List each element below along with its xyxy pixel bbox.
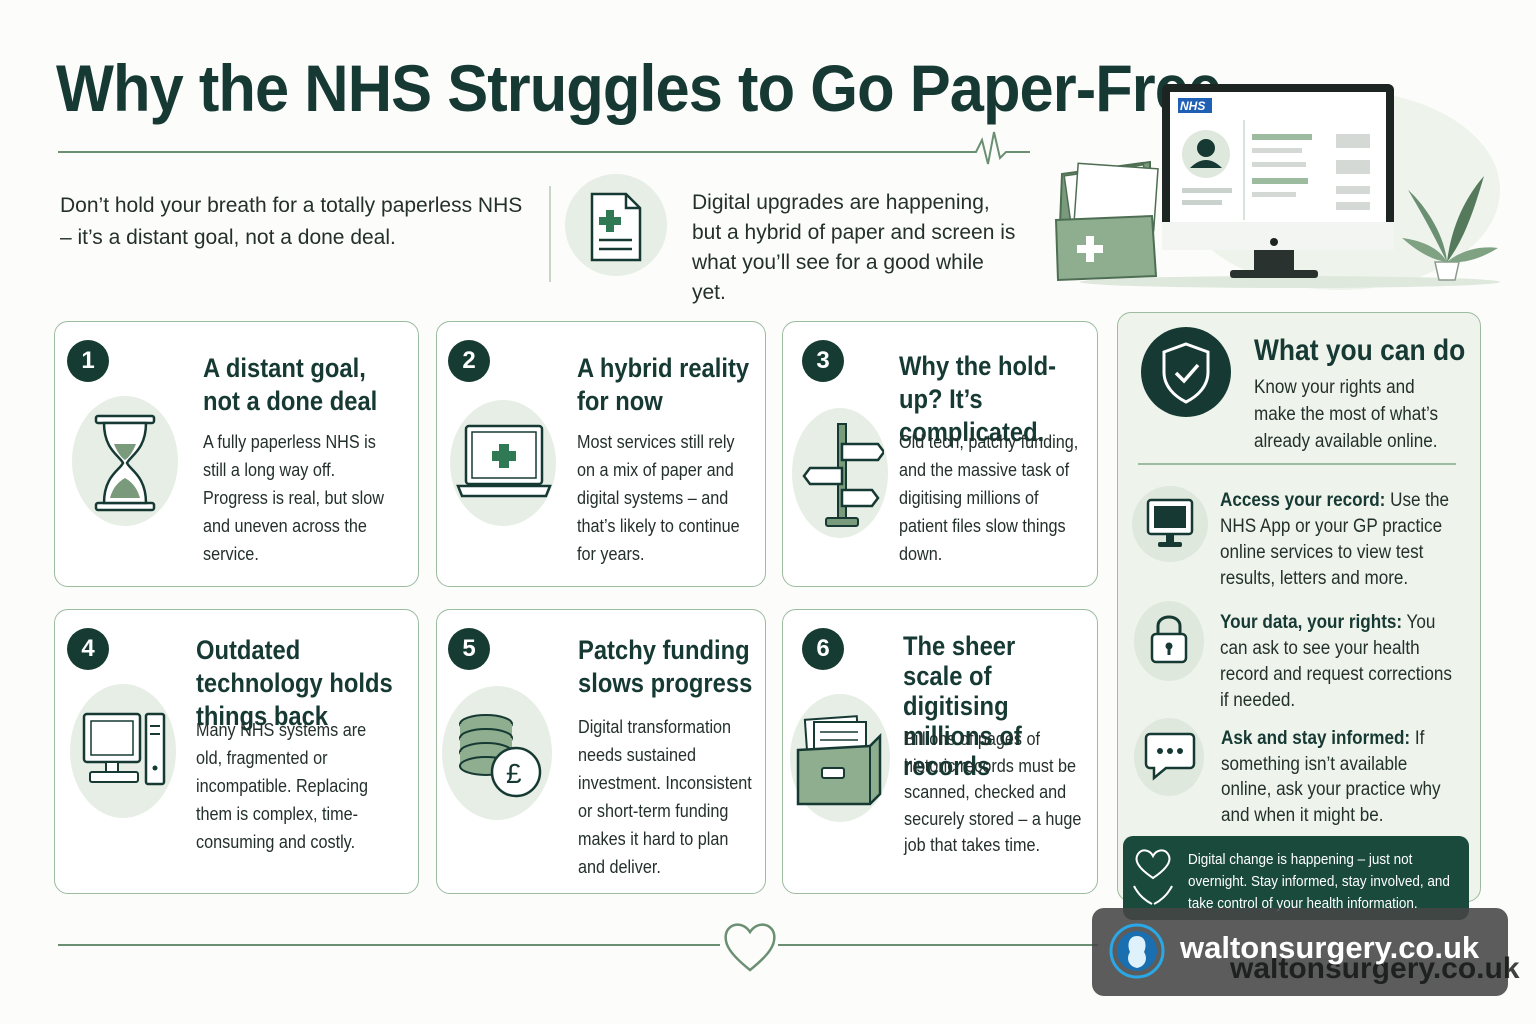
medical-document-icon: [590, 192, 642, 262]
card-text: Digital transformation needs sustained i…: [578, 717, 752, 877]
card-text: Billions of pages of historic records mu…: [904, 729, 1082, 855]
card-title: A distant goal, not a done deal: [203, 353, 378, 416]
card-number: 1: [67, 340, 109, 382]
shield-check-icon: [1141, 327, 1231, 417]
hero-illustration: NHS: [1054, 84, 1500, 290]
title-underline: [58, 151, 968, 153]
old-computer-icon: [82, 712, 166, 786]
watermark-overlay: [1092, 908, 1508, 996]
watermark-logo-icon: [1109, 923, 1165, 979]
card-text: Many NHS systems are old, fragmented or …: [196, 720, 368, 852]
panel-subtitle: Know your rights and make the most of wh…: [1254, 377, 1439, 452]
card-number: 3: [802, 340, 844, 382]
card-title: The sheer scale of digitising millions o…: [903, 631, 1022, 781]
footer-rule-right: [778, 944, 1098, 946]
intro-left-text: Don’t hold your breath for a totally pap…: [60, 194, 523, 249]
watermark-text: waltonsurgery.co.uk: [1180, 930, 1480, 965]
hourglass-icon: [94, 414, 156, 512]
padlock-icon: [1150, 615, 1188, 664]
heart-icon: [724, 923, 776, 972]
heart-hands-icon: [1133, 849, 1173, 905]
page-title: Why the NHS Struggles to Go Paper-Free: [56, 51, 1222, 125]
computer-icon: [1146, 498, 1194, 547]
panel-item-access-record: Access your record: Use the NHS App or y…: [1220, 488, 1454, 592]
panel-item-data-rights: Your data, your rights: You can ask to s…: [1220, 610, 1454, 714]
card-title: A hybrid reality for now: [577, 353, 750, 416]
monitor-nhs-badge: NHS: [1180, 99, 1205, 113]
card-text: A fully paperless NHS is still a long wa…: [203, 432, 384, 564]
intro-right-text: Digital upgrades are happening, but a hy…: [692, 191, 1016, 304]
card-title: Outdated technology holds things back: [196, 635, 393, 731]
card-number: 4: [67, 628, 109, 670]
panel-title: What you can do: [1254, 334, 1466, 367]
card-number: 6: [802, 628, 844, 670]
signpost-icon: [802, 423, 884, 527]
heartbeat-icon: [966, 131, 1030, 165]
laptop-medical-icon: [456, 424, 552, 498]
card-number: 2: [448, 340, 490, 382]
intro-divider: [549, 186, 551, 282]
item-label: Access your record:: [1220, 490, 1386, 511]
card-number: 5: [448, 628, 490, 670]
folder-icon: [1054, 160, 1159, 282]
panel-item-ask-informed: Ask and stay informed: If something isn’…: [1221, 726, 1455, 828]
item-text: If something isn’t available online, ask…: [1221, 728, 1441, 826]
plant-icon: [1402, 176, 1498, 281]
footer-rule-left: [58, 944, 720, 946]
svg-text:£: £: [506, 758, 522, 789]
file-box-icon: [796, 715, 882, 806]
item-text: You can ask to see your health record an…: [1220, 612, 1452, 711]
chat-bubble-icon: [1144, 732, 1196, 781]
card-text: Old tech, patchy funding, and the massiv…: [899, 432, 1079, 564]
item-label: Ask and stay informed:: [1221, 728, 1411, 749]
item-label: Your data, your rights:: [1220, 612, 1403, 633]
card-title: Patchy funding slows progress: [578, 635, 753, 698]
item-text: Use the NHS App or your GP practice onli…: [1220, 490, 1450, 589]
card-text: Most services still rely on a mix of pap…: [577, 432, 740, 564]
banner-text: Digital change is happening – just not o…: [1188, 851, 1450, 912]
watermark-shadow-text: waltonsurgery.co.uk: [1230, 952, 1520, 985]
coins-icon: £: [459, 714, 542, 798]
panel-divider: [1138, 463, 1456, 465]
closing-banner: [1123, 836, 1469, 920]
card-title: Why the hold-up? It’s complicated.: [899, 351, 1057, 447]
